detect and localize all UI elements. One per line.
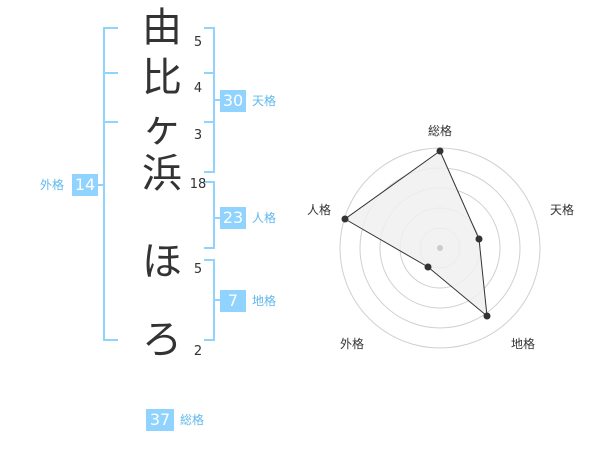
chikaku-value-badge: 7: [220, 290, 246, 312]
radar-point-chikaku: [483, 312, 491, 320]
radar-label-tenkaku: 天格: [550, 203, 575, 217]
name-char-4: 浜: [142, 151, 182, 197]
radar-point-tenkaku: [475, 235, 483, 243]
gaikaku-value-badge: 14: [72, 174, 98, 196]
stroke-count-5: 5: [193, 262, 203, 277]
tenkaku-label: 天格: [252, 94, 277, 108]
stroke-count-1: 5: [193, 35, 203, 50]
radar-point-jinkaku: [341, 215, 349, 223]
stroke-count-3: 3: [193, 128, 203, 143]
gaikaku-label: 外格: [40, 178, 65, 192]
name-char-3: ヶ: [142, 105, 182, 151]
stroke-count-2: 4: [193, 81, 203, 96]
name-char-2: 比: [142, 55, 182, 101]
jinkaku-bracket: [204, 181, 215, 249]
radar-polygon: [344, 150, 488, 318]
radar-label-gaikaku: 外格: [340, 337, 365, 351]
jinkaku-label: 人格: [252, 211, 277, 225]
soukaku-value-badge: 37: [146, 409, 174, 431]
soukaku-label: 総格: [180, 413, 205, 427]
jinkaku-value-badge: 23: [220, 207, 246, 229]
name-char-6: ろ: [142, 317, 182, 363]
tenkaku-value-badge: 30: [220, 90, 246, 112]
radar-label-chikaku: 地格: [511, 337, 536, 351]
stroke-count-6: 2: [193, 344, 203, 359]
chikaku-label: 地格: [252, 294, 277, 308]
radar-label-soukaku: 総格: [428, 124, 453, 138]
name-char-5: ほ: [142, 239, 182, 285]
radar-center: [437, 245, 443, 251]
radar-point-soukaku: [436, 147, 444, 155]
name-char-1: 由: [142, 5, 182, 51]
radar-label-jinkaku: 人格: [307, 203, 332, 217]
radar-point-gaikaku: [424, 263, 432, 271]
stroke-count-4: 18: [189, 177, 207, 192]
